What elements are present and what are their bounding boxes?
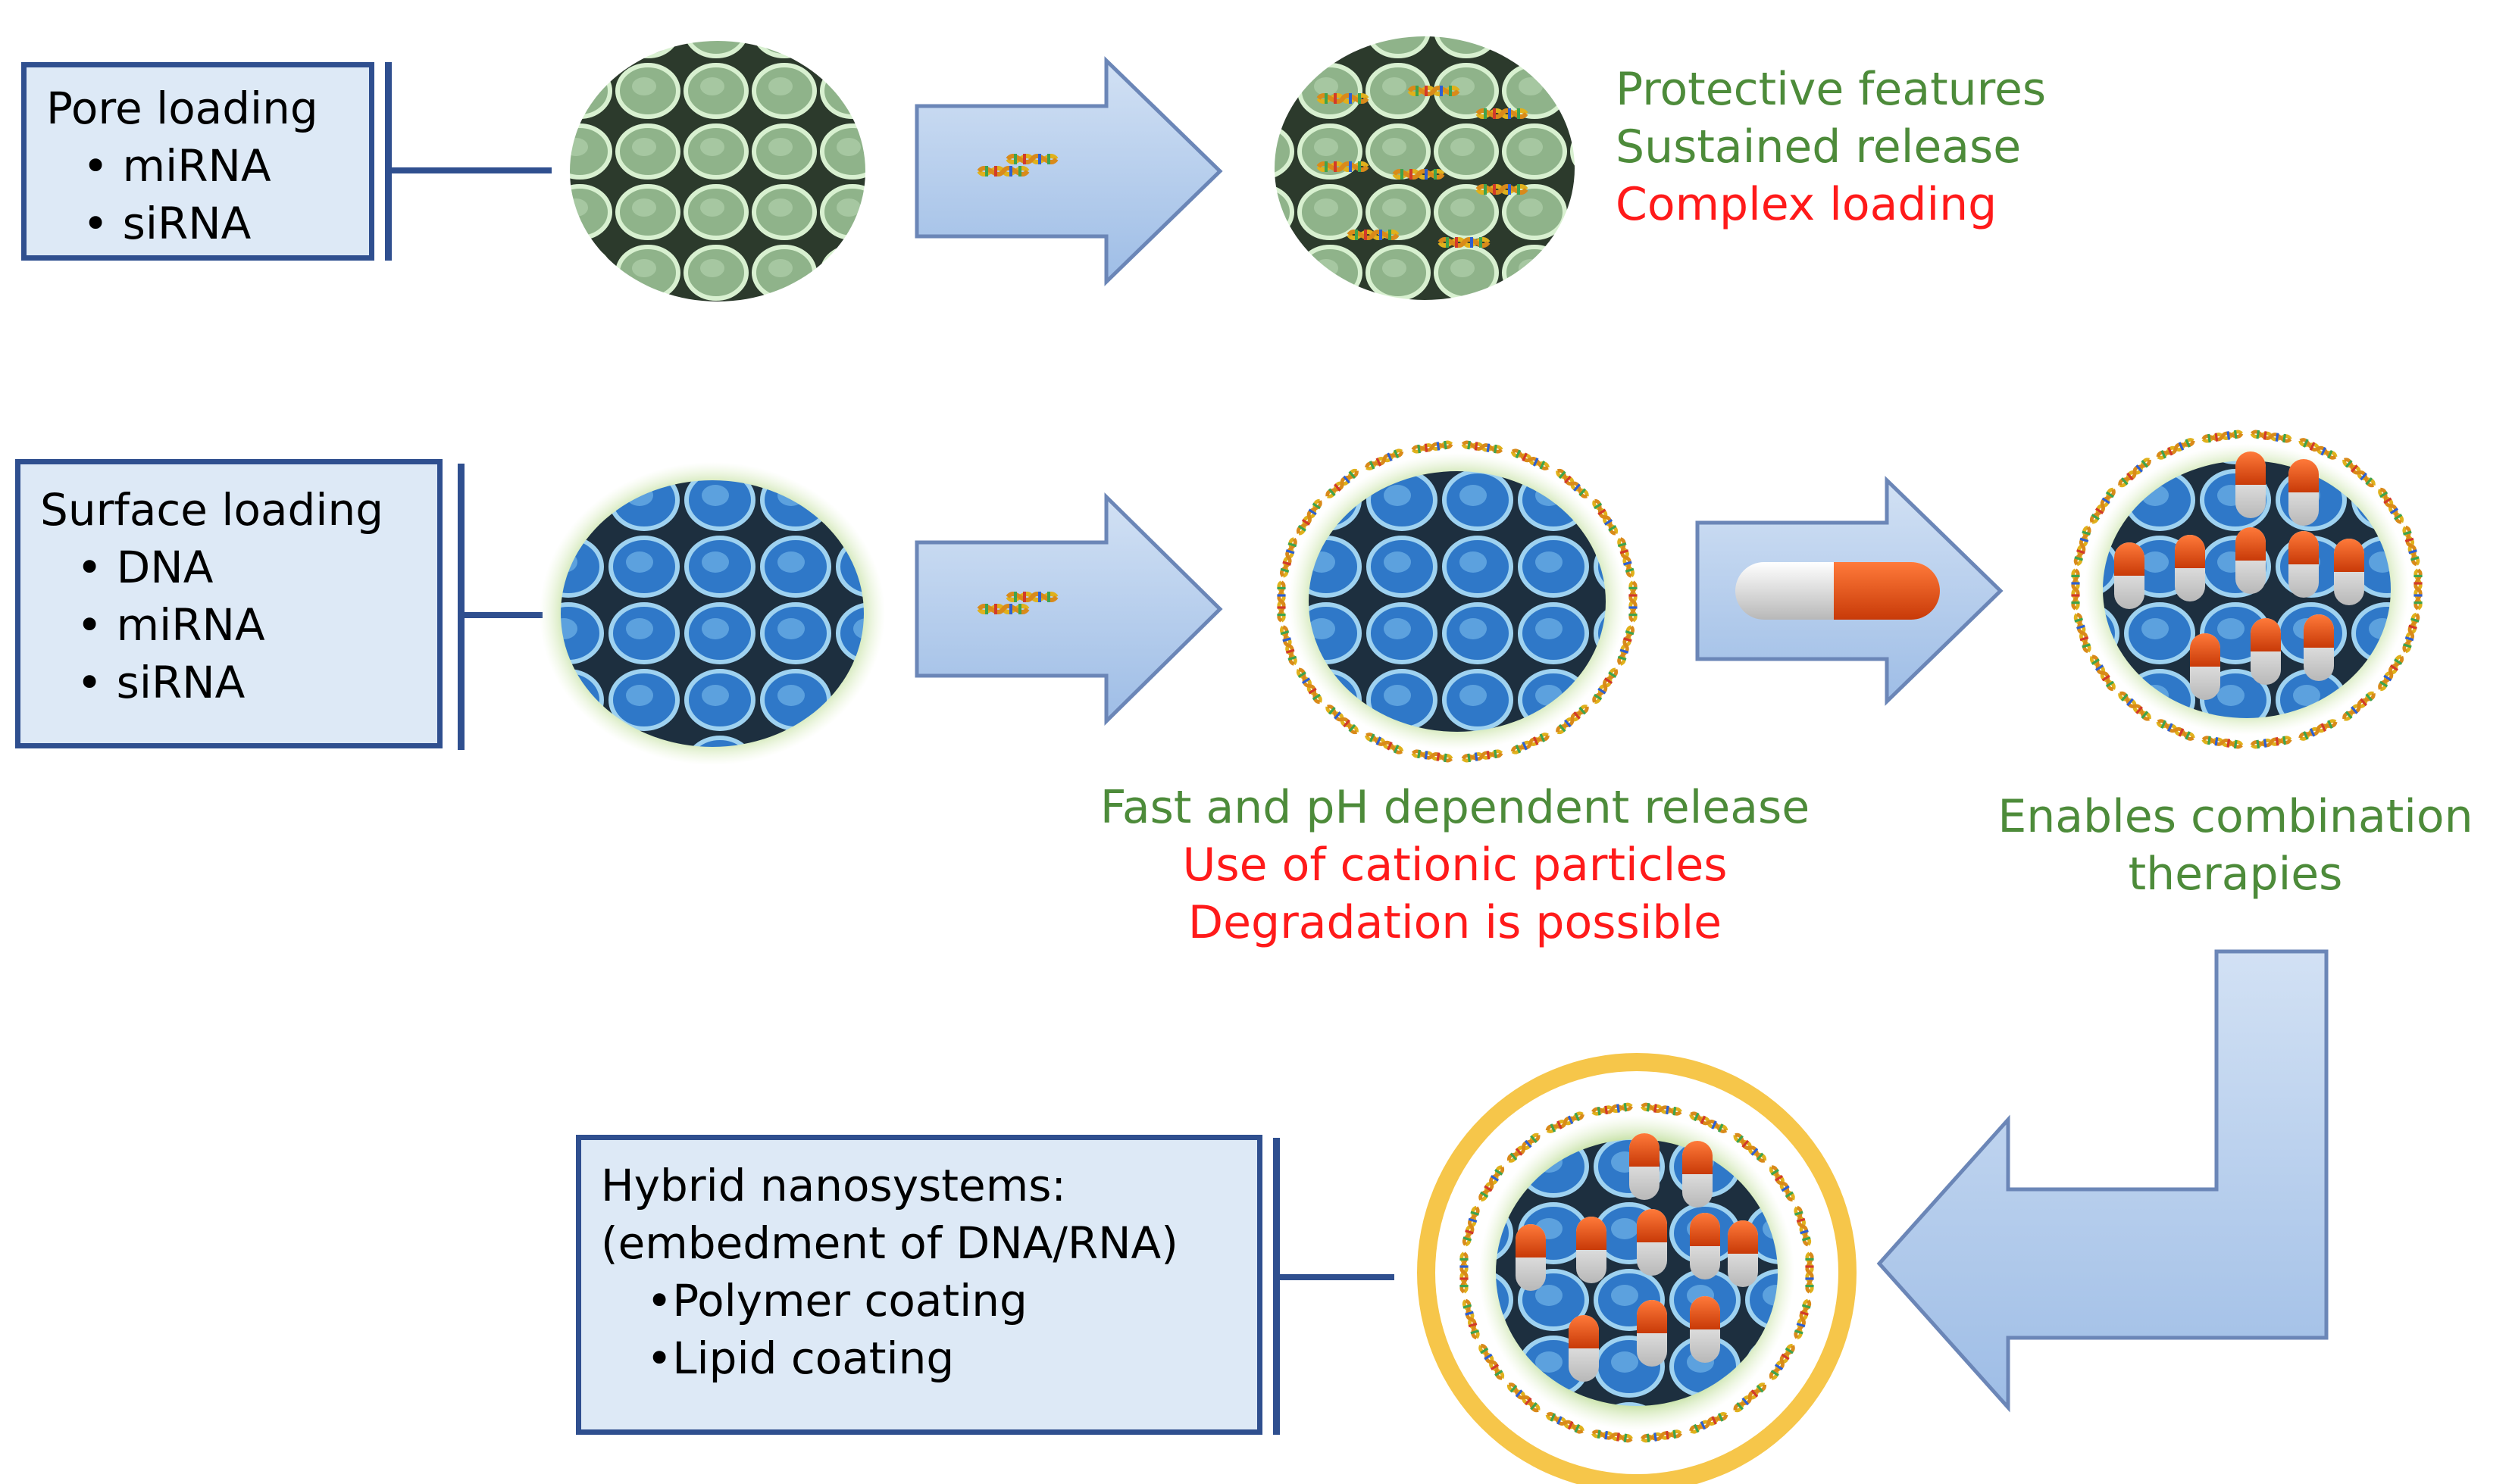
hybrid-nanosystems-box: Hybrid nanosystems: (embedment of DNA/RN…	[576, 1135, 1262, 1435]
note-therapies: therapies	[2128, 848, 2343, 901]
list-item: • siRNA	[77, 657, 246, 708]
connector-lines	[385, 62, 1394, 1435]
surface-loading-box: Surface loading • DNA • miRNA • siRNA	[15, 459, 443, 748]
note-sustained-release: Sustained release	[1616, 120, 2022, 173]
particle-empty-green	[570, 41, 865, 301]
arrow-pore-loading	[915, 56, 1223, 286]
particle-empty-blue	[540, 462, 885, 765]
arrow-drug-loading	[1695, 476, 2004, 706]
particle-hybrid	[1417, 1053, 1857, 1484]
note-protective-features: Protective features	[1616, 63, 2047, 116]
list-item: •Lipid coating	[646, 1332, 955, 1384]
note-fast-release: Fast and pH dependent release	[1100, 781, 1810, 834]
arrow-surface-loading	[915, 492, 1223, 726]
list-item: • DNA	[77, 542, 214, 593]
note-degradation: Degradation is possible	[1187, 896, 1722, 949]
note-combination: Enables combination	[1997, 790, 2473, 843]
particle-combination	[2056, 418, 2438, 761]
list-item: • siRNA	[83, 198, 252, 249]
hybrid-subtitle: (embedment of DNA/RNA)	[601, 1217, 1178, 1269]
list-item: • miRNA	[83, 140, 271, 192]
particle-pore-loaded	[1275, 36, 1575, 300]
hybrid-list: •Polymer coating •Lipid coating	[601, 1272, 1257, 1387]
note-cationic-particles: Use of cationic particles	[1182, 839, 1728, 892]
list-item: • miRNA	[77, 599, 265, 651]
arrow-hybrid	[1876, 949, 2329, 1413]
particle-surface-loaded	[1262, 430, 1653, 773]
list-item: •Polymer coating	[646, 1275, 1028, 1326]
pore-loading-box: Pore loading • miRNA • siRNA	[21, 62, 374, 261]
pore-loading-list: • miRNA • siRNA	[46, 137, 369, 252]
surface-loading-list: • DNA • miRNA • siRNA	[40, 539, 437, 711]
note-complex-loading: Complex loading	[1616, 178, 1997, 231]
hybrid-title: Hybrid nanosystems:	[601, 1160, 1066, 1211]
pore-loading-title: Pore loading	[46, 83, 318, 134]
surface-loading-title: Surface loading	[40, 484, 384, 536]
